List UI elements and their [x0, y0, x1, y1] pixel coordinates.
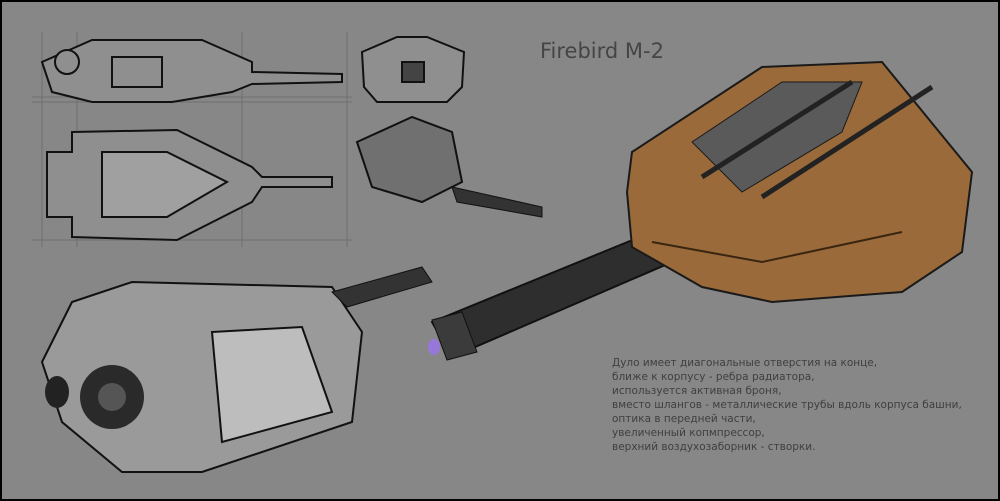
side-view-drawing: [40, 39, 343, 103]
front-view-drawing: [360, 36, 466, 103]
grey-perspective-drawing: [40, 266, 433, 473]
note-line: Дуло имеет диагональные отверстия на кон…: [612, 357, 878, 369]
note-line: верхний воздухозаборник - створки.: [612, 441, 816, 453]
note-line: вместо шлангов - металлические трубы вдо…: [612, 399, 962, 411]
main-turret-render: [428, 60, 974, 361]
note-line: используется активная броня,: [612, 385, 782, 397]
design-notes: Дуло имеет диагональные отверстия на кон…: [612, 356, 962, 454]
note-line: ближе к корпусу - ребра радиатора,: [612, 371, 815, 383]
page-title: Firebird M-2: [540, 39, 664, 63]
armor-body: [625, 60, 974, 304]
note-line: оптика в передней части,: [612, 413, 756, 425]
top-view-drawing: [46, 128, 333, 242]
note-line: увеличенный копмпрессор,: [612, 427, 765, 439]
small-perspective-drawing: [355, 115, 543, 218]
